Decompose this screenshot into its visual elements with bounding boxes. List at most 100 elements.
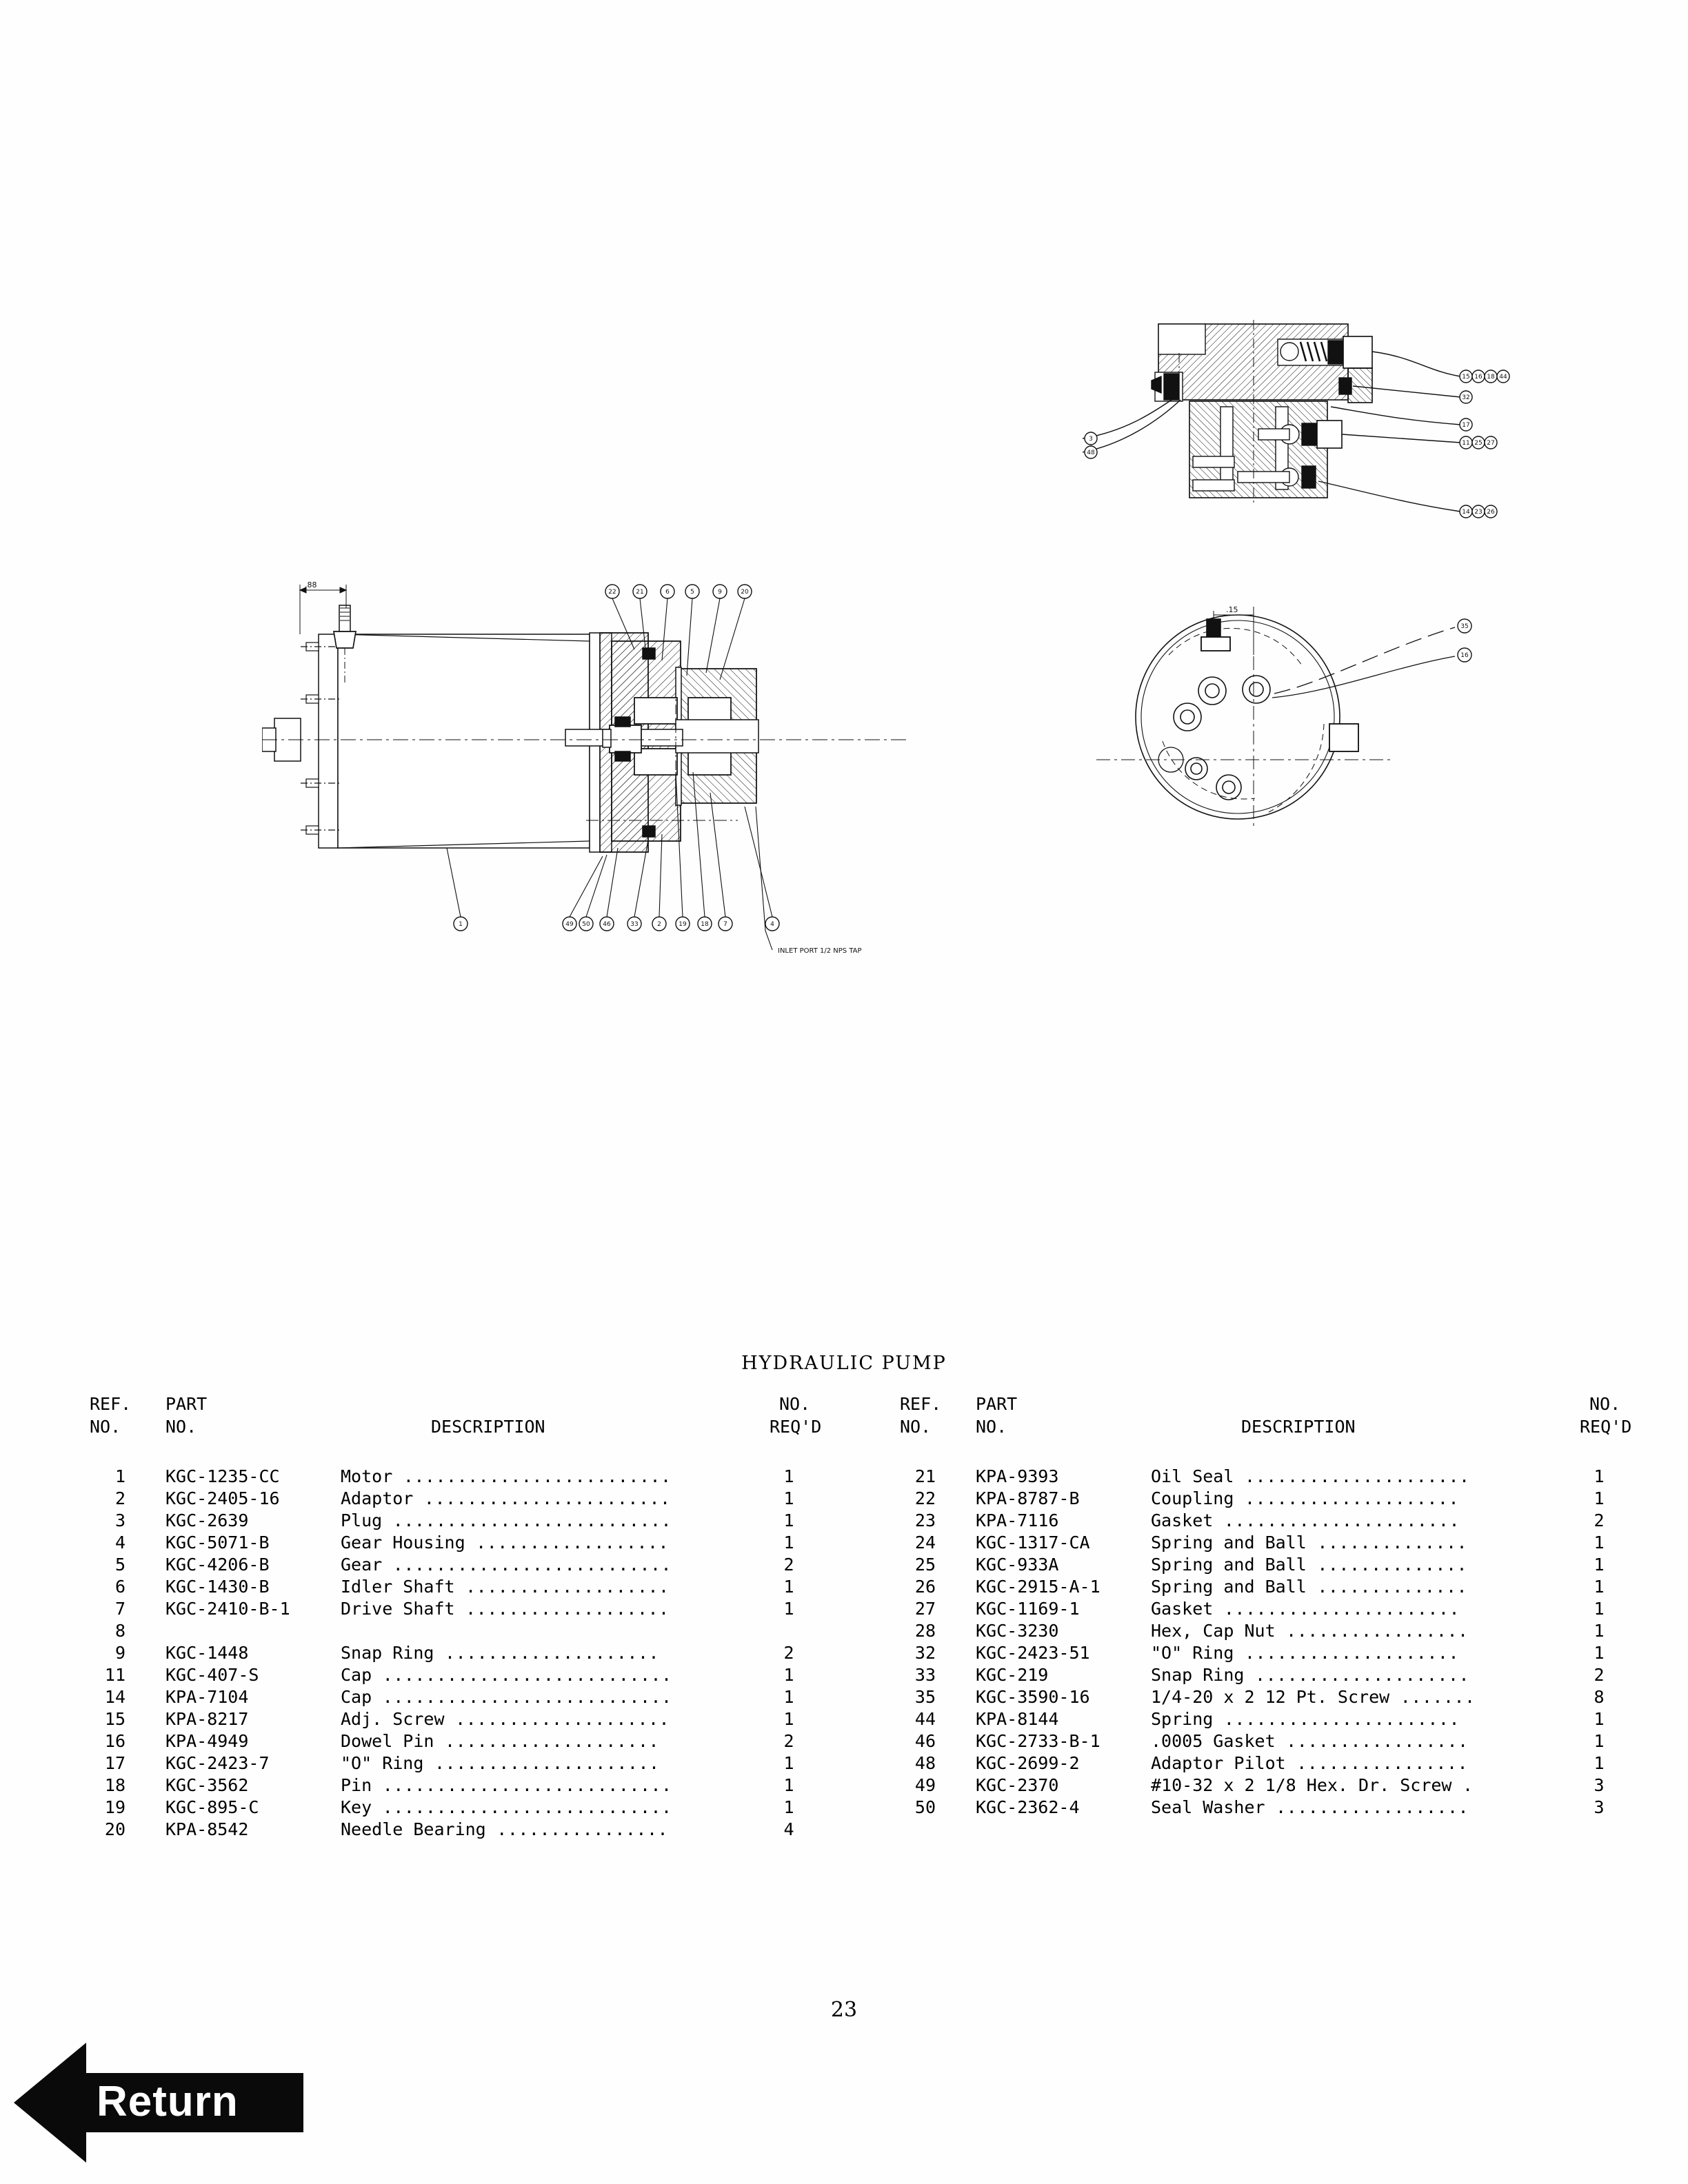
svg-text:11: 11 xyxy=(1462,440,1469,447)
description-leader-dots: ........................... xyxy=(372,1797,672,1817)
return-button[interactable]: Return xyxy=(14,2037,303,2168)
description-text: Adaptor xyxy=(341,1488,414,1508)
cell-qty-required: 8 xyxy=(1594,1687,1605,1707)
description-text: Gear xyxy=(341,1555,383,1575)
cell-ref-no: 27 xyxy=(914,1599,936,1619)
cell-description: "O" Ring .................... xyxy=(1151,1642,1578,1664)
cell-ref-no: 16 xyxy=(104,1731,125,1751)
cell-part-no: KPA-7116 xyxy=(976,1510,1059,1530)
cell-qty-required: 1 xyxy=(1594,1731,1605,1751)
svg-text:19: 19 xyxy=(679,921,687,928)
cell-part-no: KGC-895-C xyxy=(165,1797,259,1817)
cell-ref-no: 14 xyxy=(104,1687,125,1707)
description-leader-dots: .................... xyxy=(444,1709,670,1729)
description-text: .0005 Gasket xyxy=(1151,1731,1276,1751)
parts-column-right: REF. NO. PART NO. DESCRIPTION NO. REQ'D … xyxy=(900,1393,1688,1819)
cell-qty-required: 1 xyxy=(783,1577,794,1597)
main-dimension-label: .88 xyxy=(305,580,317,589)
description-text: Needle Bearing xyxy=(341,1819,486,1839)
svg-text:27: 27 xyxy=(1487,440,1494,447)
svg-text:26: 26 xyxy=(1487,509,1495,516)
cell-qty-required: 1 xyxy=(783,1665,794,1685)
description-text: Cap xyxy=(341,1687,372,1707)
cell-description: Drive Shaft ................... xyxy=(341,1598,768,1620)
description-text: Cap xyxy=(341,1665,372,1685)
header-reqd-line2: REQ'D xyxy=(1580,1417,1632,1437)
cell-description: Gear .......................... xyxy=(341,1554,768,1576)
cell-part-no: KGC-3230 xyxy=(976,1621,1059,1641)
svg-text:1: 1 xyxy=(459,921,463,928)
description-leader-dots: ....... xyxy=(1389,1687,1476,1707)
parts-rows-left: 1 KGC-1235-CC Motor ......................… xyxy=(90,1466,890,1841)
svg-text:16: 16 xyxy=(1460,652,1469,659)
cell-part-no: KGC-219 xyxy=(976,1665,1049,1685)
cell-part-no: KGC-2423-51 xyxy=(976,1643,1090,1663)
description-text: #10-32 x 2 1/8 Hex. Dr. Screw xyxy=(1151,1775,1452,1795)
cell-ref-no: 1 xyxy=(114,1466,125,1486)
cell-part-no: KGC-4206-B xyxy=(165,1555,270,1575)
cell-qty-required: 1 xyxy=(783,1753,794,1773)
svg-text:16: 16 xyxy=(1474,374,1483,381)
cell-description: Spring and Ball .............. xyxy=(1151,1576,1578,1598)
cell-part-no: KGC-1235-CC xyxy=(165,1466,280,1486)
description-leader-dots: ........................... xyxy=(372,1665,672,1685)
description-leader-dots: ........................... xyxy=(372,1775,672,1795)
description-leader-dots: .................... xyxy=(1234,1643,1459,1663)
cell-description: Oil Seal ..................... xyxy=(1151,1466,1578,1488)
header-ref-no-line1: REF. xyxy=(900,1394,942,1414)
cell-qty-required: 1 xyxy=(1594,1466,1605,1486)
cell-part-no: KPA-7104 xyxy=(165,1687,249,1707)
cell-part-no: KGC-2699-2 xyxy=(976,1753,1080,1773)
header-part-no-line1: PART xyxy=(165,1394,208,1414)
description-leader-dots: ........................... xyxy=(372,1687,672,1707)
cell-description: Gasket ...................... xyxy=(1151,1510,1578,1532)
cell-description: Motor ......................... xyxy=(341,1466,768,1488)
header-ref-no-line2: NO. xyxy=(90,1417,121,1437)
description-leader-dots: .................. xyxy=(1265,1797,1469,1817)
cell-part-no: KPA-4949 xyxy=(165,1731,249,1751)
cell-ref-no: 26 xyxy=(914,1577,936,1597)
header-part-no-line1: PART xyxy=(976,1394,1018,1414)
cell-qty-required: 1 xyxy=(1594,1533,1605,1553)
description-leader-dots: ...................... xyxy=(1213,1709,1460,1729)
svg-text:5: 5 xyxy=(690,589,694,596)
cell-ref-no: 44 xyxy=(914,1709,936,1729)
cell-ref-no: 25 xyxy=(914,1555,936,1575)
table-header-right: REF. NO. PART NO. DESCRIPTION NO. REQ'D xyxy=(900,1393,1688,1441)
cell-qty-required: 1 xyxy=(1594,1555,1605,1575)
cell-part-no: KGC-2639 xyxy=(165,1510,249,1530)
cell-part-no: KGC-1169-1 xyxy=(976,1599,1080,1619)
inlet-port-note: INLET PORT 1/2 NPS TAP xyxy=(778,947,862,955)
cell-description: Plug .......................... xyxy=(341,1510,768,1532)
svg-text:14: 14 xyxy=(1462,509,1470,516)
cell-qty-required: 2 xyxy=(783,1731,794,1751)
cell-ref-no: 21 xyxy=(914,1466,936,1486)
cell-part-no: KGC-2915-A-1 xyxy=(976,1577,1101,1597)
cell-part-no: KGC-1430-B xyxy=(165,1577,270,1597)
cell-qty-required: 1 xyxy=(1594,1643,1605,1663)
cell-description: Key ........................... xyxy=(341,1797,768,1819)
description-leader-dots: ......................... xyxy=(392,1466,672,1486)
cell-description: "O" Ring ..................... xyxy=(341,1752,768,1775)
cell-description: Spring ...................... xyxy=(1151,1708,1578,1730)
cell-description: Adaptor Pilot ................ xyxy=(1151,1752,1578,1775)
description-leader-dots: .......................... xyxy=(382,1555,672,1575)
description-text: Spring xyxy=(1151,1709,1214,1729)
cell-description: Seal Washer .................. xyxy=(1151,1797,1578,1819)
cell-part-no: KGC-2423-7 xyxy=(165,1753,270,1773)
cell-part-no: KGC-407-S xyxy=(165,1665,259,1685)
cell-qty-required: 3 xyxy=(1594,1775,1605,1795)
description-text: Pin xyxy=(341,1775,372,1795)
cell-ref-no: 2 xyxy=(114,1488,125,1508)
cell-ref-no: 46 xyxy=(914,1731,936,1751)
